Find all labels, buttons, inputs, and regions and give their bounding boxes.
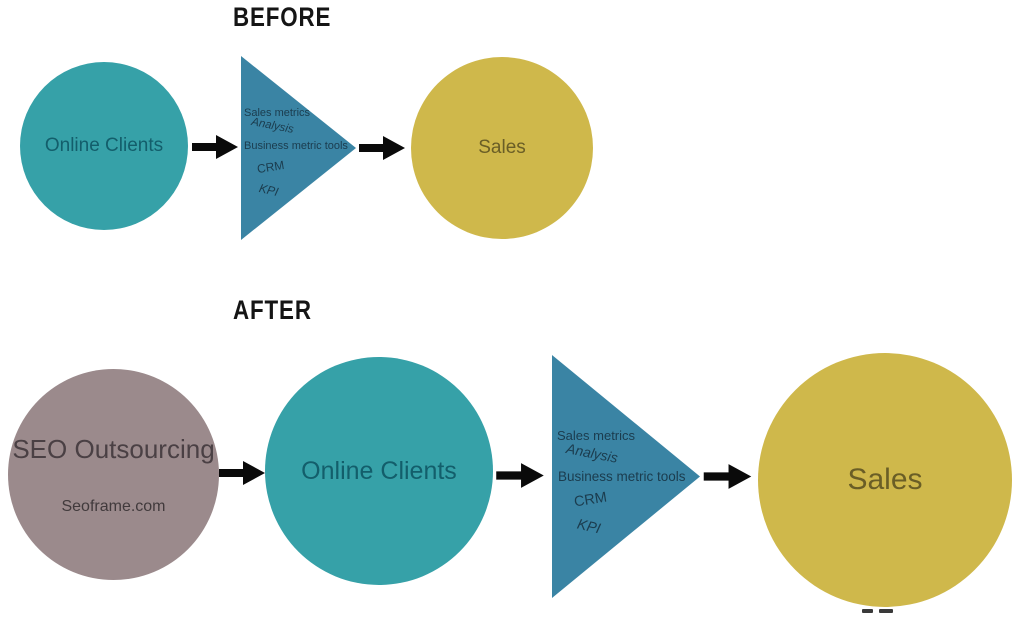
flow-arrow-icon xyxy=(496,460,544,491)
after-sales-label: Sales xyxy=(847,463,923,496)
before-funnel-item-business-metric-tools: Business metric tools xyxy=(244,140,348,152)
flow-arrow-icon xyxy=(703,461,752,492)
after-online-clients-label: Online Clients xyxy=(301,456,457,485)
after-sales-circle: Sales xyxy=(758,353,1012,607)
after-online-clients-circle: Online Clients xyxy=(265,357,493,585)
after-section-title: AFTER xyxy=(233,294,312,326)
before-online-clients-circle: Online Clients xyxy=(20,62,188,230)
flow-arrow-icon xyxy=(219,458,265,488)
before-sales-circle: Sales xyxy=(411,57,593,239)
cropped-text-mark xyxy=(879,609,893,613)
before-section-title: BEFORE xyxy=(233,1,332,33)
after-seo-outsourcing-label: SEO Outsourcing xyxy=(12,433,215,464)
after-seoframe-sublabel: Seoframe.com xyxy=(61,497,166,515)
before-online-clients-label: Online Clients xyxy=(44,135,164,156)
after-funnel-item-business-metric-tools: Business metric tools xyxy=(558,469,686,484)
cropped-text-mark xyxy=(862,609,873,613)
flow-arrow-icon xyxy=(192,132,238,162)
flow-arrow-icon xyxy=(359,133,405,163)
before-funnel-item-sales-metrics: Sales metrics xyxy=(244,107,311,119)
after-funnel-item-sales-metrics: Sales metrics xyxy=(557,428,636,443)
after-seo-outsourcing-circle: SEO Outsourcing Seoframe.com xyxy=(8,369,219,580)
before-sales-label: Sales xyxy=(478,137,526,158)
